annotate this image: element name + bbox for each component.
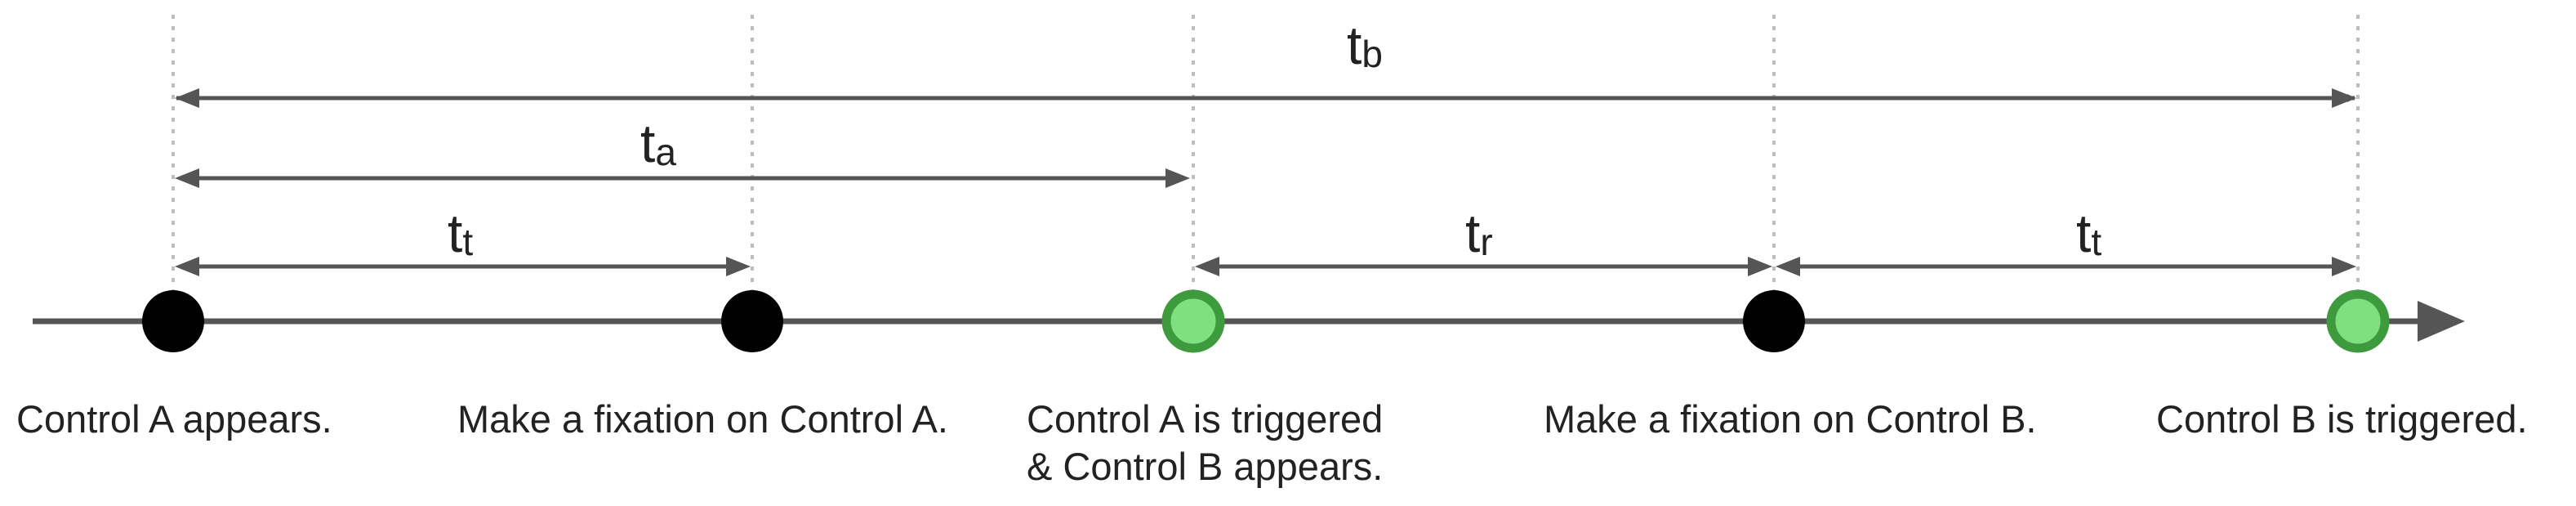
- span-label-tr: tr: [1465, 203, 1493, 263]
- timeline-arrowhead: [2418, 301, 2465, 342]
- event-dot-black: [1743, 290, 1805, 352]
- event-label-control-a-appears: Control A appears.: [16, 397, 332, 441]
- event-label-control-a-triggered: Control A is triggered & Control B appea…: [1027, 396, 1383, 490]
- span-label-tt2: tt: [2076, 203, 2101, 263]
- event-dot-green: [2326, 289, 2390, 353]
- event-label-fixation-a: Make a fixation on Control A.: [457, 397, 948, 441]
- event-dot-black: [142, 290, 204, 352]
- event-label-line: Control A is triggered: [1027, 397, 1384, 441]
- event-label-fixation-b: Make a fixation on Control B.: [1544, 397, 2037, 441]
- event-dot-green: [1161, 289, 1225, 353]
- span-label-ta: ta: [640, 113, 676, 173]
- span-label-tt1: tt: [448, 203, 473, 263]
- span-arrowheads: [175, 88, 2356, 276]
- event-label-line: & Control B appears.: [1027, 445, 1384, 488]
- event-dot-black: [721, 290, 783, 352]
- event-label-control-b-triggered: Control B is triggered.: [2156, 397, 2528, 441]
- span-label-tb: tb: [1347, 15, 1383, 75]
